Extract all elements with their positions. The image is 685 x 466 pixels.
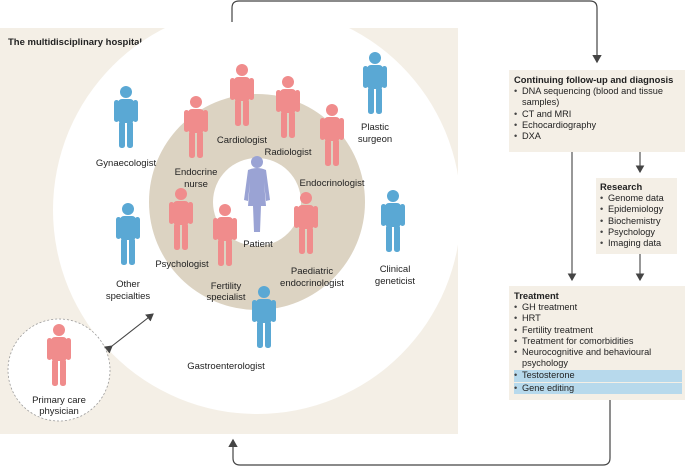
research-item: Imaging data — [600, 238, 673, 249]
patient-figure-icon — [244, 156, 270, 232]
research-box: Research Genome data Epidemiology Bioche… — [596, 178, 677, 254]
treatment-item: Neurocognitive and behavioural psycholog… — [514, 347, 682, 369]
research-item: Psychology — [600, 227, 673, 238]
research-item: Biochemistry — [600, 216, 673, 227]
plastic-surgeon-label-1: Plastic — [361, 122, 389, 133]
primary-care-arrow — [104, 313, 154, 354]
clinical-geneticist-label-2: geneticist — [375, 276, 415, 287]
followup-item: DNA sequencing (blood and tissue samples… — [514, 86, 682, 108]
radiologist-label: Radiologist — [265, 147, 312, 158]
followup-list: DNA sequencing (blood and tissue samples… — [514, 86, 682, 142]
treatment-highlighted-item: Testosterone — [514, 370, 682, 382]
treatment-item: GH treatment — [514, 302, 682, 313]
endocrinologist-label: Endocrinologist — [300, 178, 365, 189]
psychologist-label: Psychologist — [155, 259, 209, 270]
paediatric-endocrinologist-label-1: Paediatric — [291, 266, 333, 277]
gastroenterologist-label: Gastroenterologist — [187, 361, 265, 372]
treatment-list: GH treatment HRT Fertility treatment Tre… — [514, 302, 682, 394]
treatment-title: Treatment — [514, 290, 559, 301]
clinical-geneticist-label-1: Clinical — [380, 264, 411, 275]
followup-item: Echocardiography — [514, 120, 682, 131]
bottom-loop-arrow — [228, 396, 611, 466]
primary-care-label-2: physician — [39, 406, 79, 417]
treatment-item: HRT — [514, 313, 682, 324]
hospital-title: The multidisciplinary hospital — [8, 37, 142, 48]
research-list: Genome data Epidemiology Biochemistry Ps… — [600, 193, 673, 249]
research-item: Genome data — [600, 193, 673, 204]
endocrine-nurse-label-1: Endocrine — [175, 167, 218, 178]
treatment-highlighted-item: Gene editing — [514, 382, 682, 394]
followup-box: Continuing follow-up and diagnosis DNA s… — [509, 70, 685, 152]
research-item: Epidemiology — [600, 204, 673, 215]
patient-label: Patient — [243, 239, 273, 250]
primary-care-label-1: Primary care — [32, 395, 86, 406]
treatment-item: Treatment for comorbidities — [514, 336, 682, 347]
treatment-item: Fertility treatment — [514, 325, 682, 336]
fertility-specialist-label-1: Fertility — [211, 281, 242, 292]
paediatric-endocrinologist-label-2: endocrinologist — [280, 278, 344, 289]
plastic-surgeon-label-2: surgeon — [358, 134, 392, 145]
followup-item: DXA — [514, 131, 682, 142]
followup-title: Continuing follow-up and diagnosis — [514, 74, 674, 85]
fertility-specialist-label-2: specialist — [206, 292, 245, 303]
other-specialties-label-1: Other — [116, 279, 140, 290]
primary-care-circle — [7, 318, 111, 422]
cardiologist-label: Cardiologist — [217, 135, 268, 146]
treatment-box: Treatment GH treatment HRT Fertility tre… — [509, 286, 685, 400]
top-loop-arrow — [231, 0, 602, 64]
other-specialties-label-2: specialties — [106, 291, 151, 302]
endocrine-nurse-label-2: nurse — [184, 179, 208, 190]
research-title: Research — [600, 181, 643, 192]
gynaecologist-label: Gynaecologist — [96, 158, 157, 169]
followup-item: CT and MRI — [514, 109, 682, 120]
